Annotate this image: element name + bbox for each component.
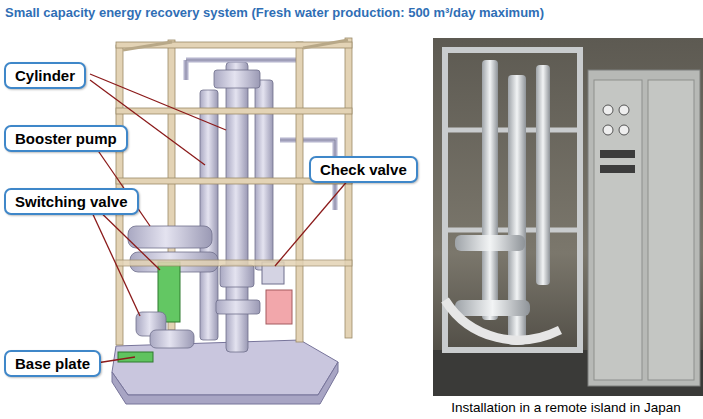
callout-box: Check valve	[309, 156, 418, 183]
photo-caption: Installation in a remote island in Japan	[424, 400, 703, 415]
callout-label: Switching valve	[15, 193, 128, 210]
callout-box: Cylinder	[4, 62, 86, 89]
callout-label: Cylinder	[15, 67, 75, 84]
callout-box: Base plate	[4, 350, 101, 377]
callout-label: Booster pump	[15, 130, 117, 147]
callout-label: Base plate	[15, 355, 90, 372]
callout-box: Booster pump	[4, 125, 128, 152]
callout-label: Check valve	[320, 161, 407, 178]
title: Small capacity energy recovery system (F…	[5, 5, 544, 20]
callout-box: Switching valve	[4, 188, 139, 215]
